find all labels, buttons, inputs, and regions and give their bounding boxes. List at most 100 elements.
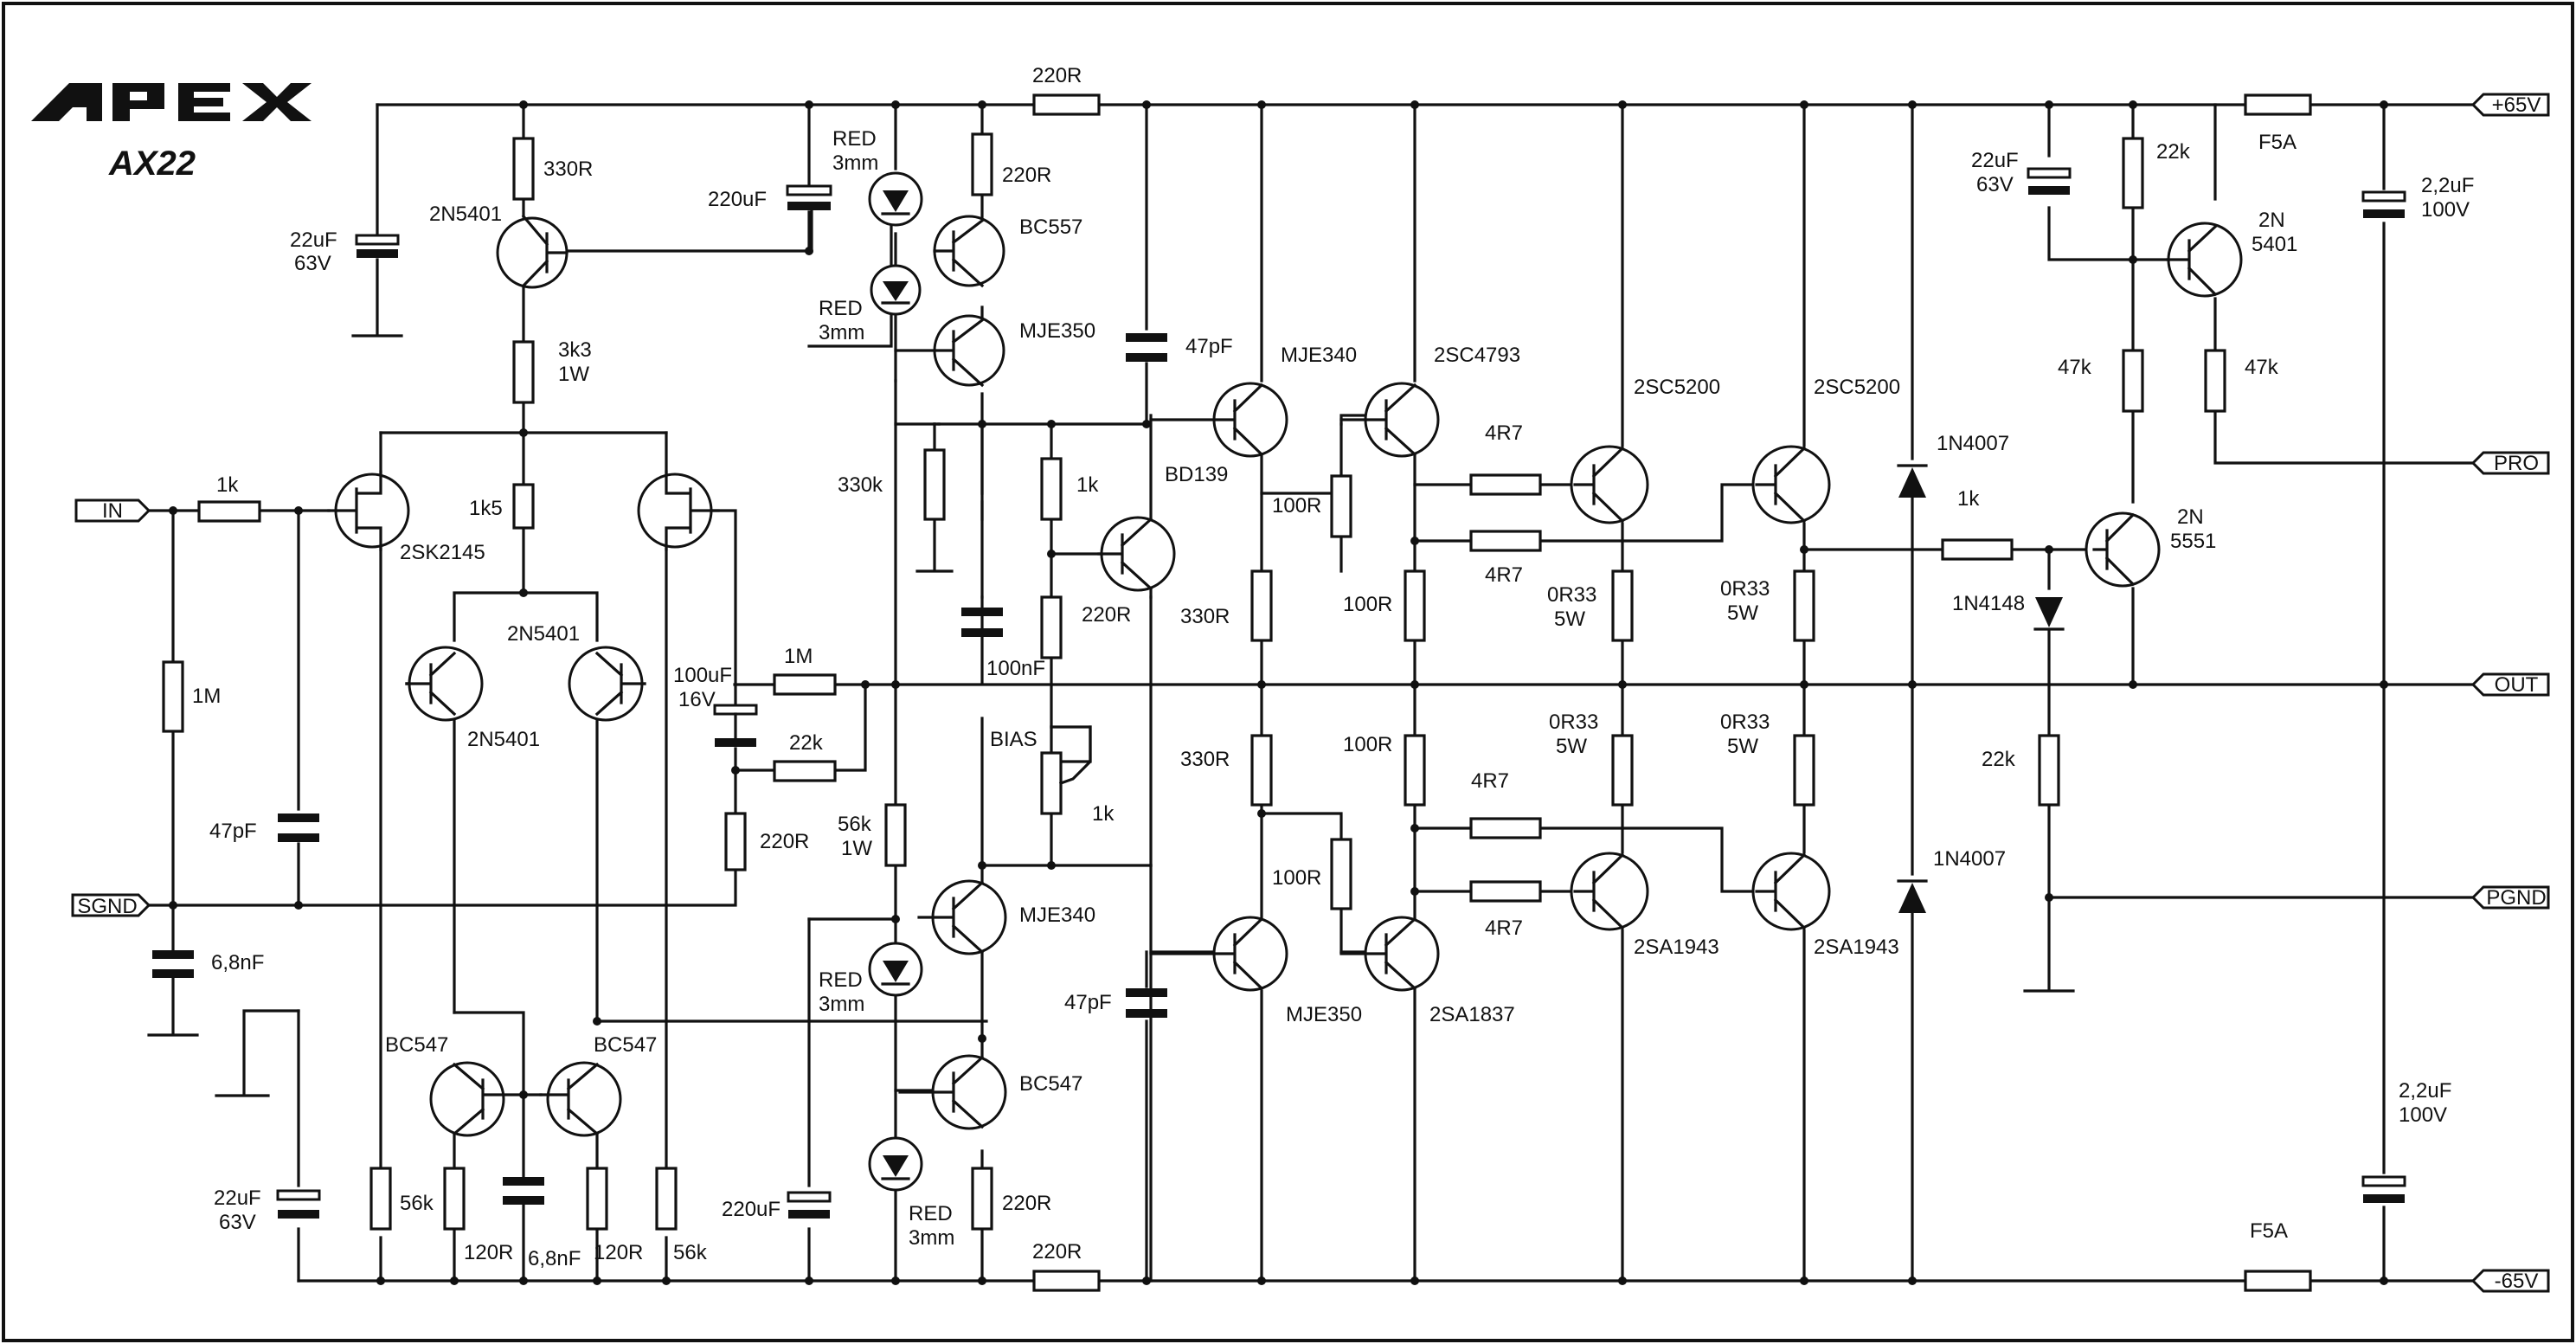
label-c-68nf-b: 6,8nF xyxy=(528,1247,581,1270)
label-c-prot-22uf-v: 63V xyxy=(1976,173,2014,196)
cap-6n8-low xyxy=(503,1177,544,1205)
label-r-0r33-d-w: 5W xyxy=(1727,735,1758,758)
resistor-220r-low xyxy=(971,1167,993,1231)
resistor-4r7-b xyxy=(1469,530,1542,552)
label-r-220r-rail-lo: 220R xyxy=(1032,1240,1082,1264)
label-r-120r-r: 120R xyxy=(594,1241,643,1264)
label-q-2sa1943-b: 2SA1943 xyxy=(1814,936,1899,959)
label-q-cm-r: BC547 xyxy=(594,1033,657,1057)
label-r-4r7-c: 4R7 xyxy=(1471,769,1509,793)
label-c-220uf-top: 220uF xyxy=(708,188,767,211)
diodes xyxy=(868,171,2065,1192)
label-r-0r33-b-w: 5W xyxy=(1727,601,1758,625)
resistor-in-1k xyxy=(197,500,261,523)
transistor-bc547-right xyxy=(539,1061,622,1137)
port-out: OUT xyxy=(2470,672,2550,697)
label-c-in-47pf: 47pF xyxy=(209,820,257,843)
label-bias: BIAS xyxy=(990,728,1037,751)
label-r-fb-1m: 1M xyxy=(784,645,813,668)
resistor-4r7-c xyxy=(1469,817,1542,839)
transistor-bc557 xyxy=(933,215,1005,288)
transistor-ltp-right xyxy=(568,646,646,722)
transistor-2n5551-prot xyxy=(2085,511,2161,588)
label-q-ccs-top: 2N5401 xyxy=(429,203,502,226)
label-r-220r-bc557: 220R xyxy=(1002,164,1051,187)
resistor-220r-rail-top xyxy=(1032,93,1101,116)
transistor-2sa1943-a xyxy=(1570,852,1649,931)
label-q-mje350-top: MJE350 xyxy=(1019,319,1095,343)
label-bias-pot: 1k xyxy=(1092,802,1115,826)
resistor-4r7-a xyxy=(1469,473,1542,496)
resistor-120r-left xyxy=(443,1167,466,1231)
fuse-low xyxy=(2244,1270,2312,1292)
label-r-220r-lo: 220R xyxy=(1002,1192,1051,1215)
label-c-prot-22uf-val: 22uF xyxy=(1971,149,2019,172)
svg-text:OUT: OUT xyxy=(2495,673,2539,697)
label-r-330r-b: 330R xyxy=(1180,748,1230,771)
label-c-lo-22uf-val: 22uF xyxy=(214,1186,261,1210)
component-labels: 1k 1M 47pF 6,8nF 2SK2145 22uF 63V 2N5401… xyxy=(192,64,2474,1270)
transistor-2sc4793 xyxy=(1339,382,1440,458)
diode-1n4148 xyxy=(2033,597,2065,631)
led-top-2 xyxy=(870,264,922,316)
label-q-mje350-drv: MJE350 xyxy=(1286,1003,1362,1026)
label-c-rail-top-v: 100V xyxy=(2421,198,2470,222)
resistor-prot-1k xyxy=(1941,538,2014,561)
label-r-120r-l: 120R xyxy=(464,1241,513,1264)
label-fuse-top: F5A xyxy=(2258,131,2297,154)
jfet-right xyxy=(637,470,720,551)
label-r-330r-top: 330R xyxy=(543,158,593,181)
diode-1n4007-low xyxy=(1897,879,1928,913)
cap-47pf-top xyxy=(1126,333,1167,362)
cap-100nf xyxy=(961,608,1003,637)
brand-logo: AX22 xyxy=(31,83,312,183)
label-r-prot-1k: 1k xyxy=(1957,487,1980,511)
label-q-2sc5200-a: 2SC5200 xyxy=(1634,376,1720,399)
label-d-1n4007-lo: 1N4007 xyxy=(1933,847,2006,871)
label-c-rail-lo-v: 100V xyxy=(2399,1103,2447,1127)
label-d-1n4007-top: 1N4007 xyxy=(1937,432,2009,455)
label-led-lo1-a: RED xyxy=(819,968,863,992)
resistor-100r-driver-top xyxy=(1330,474,1352,538)
resistor-100r-mid-top xyxy=(1404,569,1426,642)
cap-47pf-input xyxy=(278,813,319,842)
bias-wiper xyxy=(1050,725,1092,786)
resistors xyxy=(162,93,2312,1292)
resistor-330k xyxy=(923,448,946,521)
port-sgnd: SGND xyxy=(71,893,151,918)
svg-text:-65V: -65V xyxy=(2495,1270,2539,1293)
label-q-bc557: BC557 xyxy=(1019,215,1082,239)
transistors xyxy=(327,214,2243,1137)
label-r-prot-22k: 22k xyxy=(1982,748,2016,771)
label-r-prot-47k-b: 47k xyxy=(2245,356,2279,379)
label-c-100nf: 100nF xyxy=(986,657,1045,680)
label-r-0r33-c-w: 5W xyxy=(1556,735,1587,758)
label-r-in-1m: 1M xyxy=(192,685,221,708)
resistor-prot-22k xyxy=(2038,734,2060,807)
label-r-330r-a: 330R xyxy=(1180,605,1230,628)
junction-dots xyxy=(169,100,2388,1285)
label-q-mje340-drv: MJE340 xyxy=(1281,344,1357,367)
port-in: IN xyxy=(74,498,151,523)
label-c-fb-100uf-v: 16V xyxy=(678,688,716,711)
resistor-fb-22k xyxy=(773,760,837,782)
label-c-in-68nf: 6,8nF xyxy=(211,951,264,974)
resistor-0r33-a xyxy=(1611,569,1634,642)
model-label: AX22 xyxy=(108,145,196,183)
label-q-2sc5200-b: 2SC5200 xyxy=(1814,376,1900,399)
label-q-prot-npn-a: 2N xyxy=(2177,505,2204,529)
port-pgnd: PGND xyxy=(2470,885,2550,910)
resistor-0r33-b xyxy=(1793,569,1815,642)
label-q-bd139: BD139 xyxy=(1165,463,1228,486)
resistor-56k-1w xyxy=(884,803,907,867)
fuse-top xyxy=(2244,93,2312,116)
jfet-left xyxy=(327,470,410,551)
diode-1n4007-top xyxy=(1897,464,1928,498)
transistor-mje350-vas xyxy=(894,314,1005,388)
transistor-mje340-driver xyxy=(1149,382,1288,458)
resistor-100r-driver-low xyxy=(1330,838,1352,910)
label-d-1n4148: 1N4148 xyxy=(1952,592,2025,615)
label-q-2sa1837: 2SA1837 xyxy=(1429,1003,1515,1026)
label-r-56k-1w-w: 1W xyxy=(841,837,872,860)
